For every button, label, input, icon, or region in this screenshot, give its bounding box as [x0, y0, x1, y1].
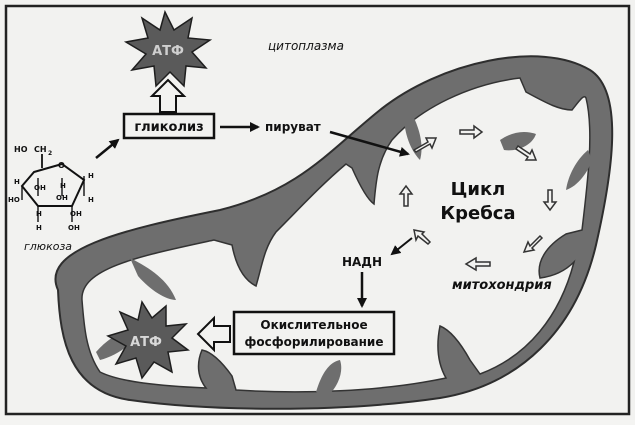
krebs-label-line2: Кребса — [440, 203, 515, 224]
atp-star-bottom: АТФ — [106, 300, 190, 380]
glucose-atom: H — [36, 210, 42, 218]
glucose-atom: OH — [68, 224, 80, 232]
cycle-arrow — [413, 229, 432, 246]
crista — [316, 360, 342, 396]
glucose-label: глюкоза — [24, 240, 72, 253]
cycle-arrow — [398, 184, 414, 207]
nadh-label: НАДН — [342, 255, 382, 269]
glucose-ring-o: O — [58, 161, 65, 170]
cycle-arrow — [542, 189, 558, 212]
cycle-arrow — [412, 137, 438, 153]
glucose-atom: H — [88, 196, 94, 204]
glucose-ho: HO — [14, 145, 28, 154]
pyruvate-label: пируват — [265, 120, 321, 134]
arrow-glucose-to-glycolysis — [95, 138, 120, 159]
crista — [500, 132, 536, 151]
arrow-pyruvate-to-krebs — [329, 130, 410, 157]
cycle-arrow — [464, 256, 491, 272]
glucose-atom: HO — [8, 196, 20, 204]
glucose-structure: HO CH 2 O H H OH H HO OH H H OH H OH — [8, 145, 94, 232]
atp-bottom-label: АТФ — [130, 335, 162, 350]
oxphos-box: Окислительное фосфорилирование — [232, 310, 396, 356]
cycle-arrow — [522, 234, 544, 254]
glucose-atom: OH — [34, 184, 46, 192]
glucose-atom: H — [60, 182, 66, 190]
mitochondria-label: митохондрия — [452, 278, 552, 293]
atp-top-label: АТФ — [152, 44, 184, 59]
glycolysis-label: гликолиз — [134, 120, 203, 135]
glycolysis-box: гликолиз — [122, 112, 216, 140]
crista — [566, 150, 592, 190]
glucose-atom: H — [36, 224, 42, 232]
krebs-cycle-arrows — [398, 124, 558, 272]
glucose-atom: H — [14, 178, 20, 186]
mitochondrion-matrix — [81, 77, 591, 393]
glucose-atom: OH — [56, 194, 68, 202]
glucose-ch: CH — [34, 145, 47, 154]
glucose-atom: H — [88, 172, 94, 180]
atp-star-top: АТФ — [123, 9, 213, 88]
hollow-arrow-left — [196, 315, 231, 353]
page-border — [4, 4, 631, 416]
glucose-atom: OH — [70, 210, 82, 218]
glucose-ch-sub: 2 — [48, 150, 52, 157]
arrow-krebs-to-nadh — [390, 237, 413, 256]
hollow-arrow-up — [149, 78, 187, 113]
cycle-arrow — [459, 124, 484, 140]
cytoplasm-label: цитоплазма — [268, 39, 344, 53]
oxphos-label-line1: Окислительное — [260, 318, 367, 332]
krebs-label-line1: Цикл — [451, 179, 506, 200]
crista — [130, 258, 176, 300]
oxphos-label-line2: фосфорилирование — [245, 335, 384, 349]
cycle-arrow — [514, 144, 538, 161]
